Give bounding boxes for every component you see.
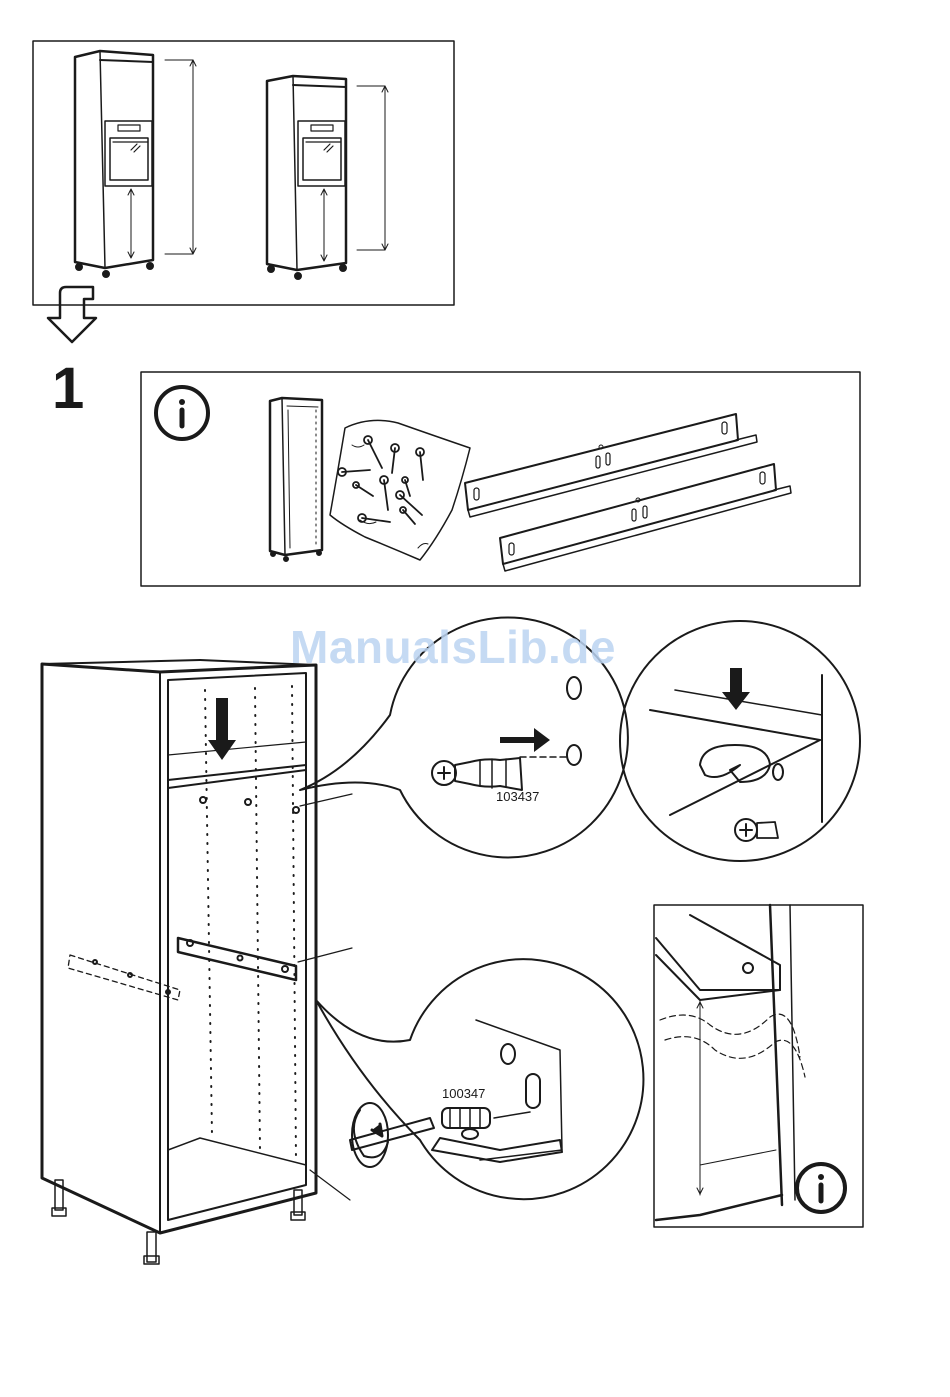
screw-detail (316, 959, 643, 1199)
dowel-part-number: 103437 (496, 789, 539, 804)
rail-part-upper (465, 414, 757, 517)
info-detail-drawing (656, 905, 805, 1220)
cabinet-frame-part (270, 398, 322, 561)
tall-cabinet-a (75, 51, 196, 277)
shelf-pin-arrow-icon (722, 668, 750, 710)
screw-bag (330, 420, 470, 560)
info-icon (797, 1164, 845, 1212)
rail-part-lower (500, 464, 791, 571)
screw-part-number: 100347 (442, 1086, 485, 1101)
tall-cabinet-b (267, 76, 388, 279)
watermark: ManualsLib.de (290, 620, 616, 674)
arrow-down-icon (48, 287, 96, 342)
step-number: 1 (52, 360, 84, 418)
parts-frame (141, 372, 860, 586)
main-cabinet (42, 660, 352, 1264)
info-icon (156, 387, 208, 439)
shelf-pin-detail (620, 621, 860, 861)
